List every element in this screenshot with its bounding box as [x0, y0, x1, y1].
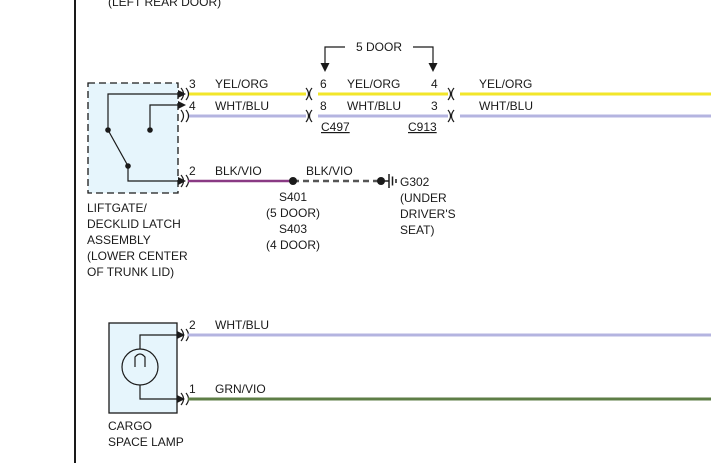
wire-label: WHT/BLU — [479, 99, 533, 113]
wire-label: WHT/BLU — [215, 318, 269, 332]
pin-number: 3 — [431, 99, 438, 113]
arrow-right-icon — [177, 331, 185, 339]
pin-number: 4 — [431, 77, 438, 91]
switch-contact-dot — [125, 163, 131, 169]
svg-text:LIFTGATE/: LIFTGATE/ — [87, 201, 147, 215]
wire-label: BLK/VIO — [215, 164, 262, 178]
wire-label: YEL/ORG — [347, 77, 400, 91]
liftgate-label: LIFTGATE/ DECKLID LATCH ASSEMBLY (LOWER … — [87, 201, 188, 279]
wire-label: BLK/VIO — [306, 164, 353, 178]
svg-text:(4 DOOR): (4 DOOR) — [266, 238, 320, 252]
top-label: (LEFT REAR DOOR) — [108, 0, 221, 9]
wire-label: GRN/VIO — [215, 382, 266, 396]
pin-number: 6 — [320, 77, 327, 91]
connector-label: C913 — [408, 120, 437, 134]
svg-text:SPACE LAMP: SPACE LAMP — [108, 435, 184, 449]
pin-number: 3 — [189, 77, 196, 91]
svg-text:(LOWER CENTER: (LOWER CENTER — [87, 249, 188, 263]
arrow-right-icon — [178, 90, 186, 98]
arrow-down-icon — [428, 63, 438, 72]
switch-contact-dot — [147, 127, 153, 133]
wire-label: YEL/ORG — [215, 77, 268, 91]
svg-text:OF TRUNK LID): OF TRUNK LID) — [87, 265, 174, 279]
wire-label: WHT/BLU — [347, 99, 401, 113]
splice-label: S401 (5 DOOR) S403 (4 DOOR) — [266, 190, 320, 252]
five-door-bracket — [324, 46, 434, 64]
connector-label: C497 — [321, 120, 350, 134]
wire-label: WHT/BLU — [215, 99, 269, 113]
svg-text:(UNDER: (UNDER — [400, 191, 447, 205]
svg-text:DECKLID LATCH: DECKLID LATCH — [87, 217, 181, 231]
switch-contact-dot — [105, 127, 111, 133]
five-door-label: 5 DOOR — [356, 40, 402, 54]
cargo-lamp-box — [108, 322, 178, 414]
svg-text:SEAT): SEAT) — [400, 223, 434, 237]
arrow-right-icon — [178, 177, 186, 185]
pin-number: 4 — [189, 99, 196, 113]
svg-text:G302: G302 — [400, 175, 430, 189]
ground-label: G302 (UNDER DRIVER'S SEAT) — [400, 175, 456, 237]
svg-text:S401: S401 — [279, 190, 307, 204]
pin-number: 8 — [320, 99, 327, 113]
latch-switch-symbol — [107, 93, 180, 182]
connector-c913 — [447, 87, 455, 123]
liftgate-terminal-marks — [180, 87, 190, 188]
liftgate-latch-box — [87, 82, 179, 194]
pin-number: 1 — [189, 382, 196, 396]
svg-text:CARGO: CARGO — [108, 419, 152, 433]
lamp-terminal-marks — [180, 328, 190, 406]
pin-number: 2 — [189, 164, 196, 178]
svg-text:DRIVER'S: DRIVER'S — [400, 207, 456, 221]
arrow-down-icon — [320, 63, 330, 72]
wire-label: YEL/ORG — [479, 77, 532, 91]
ground-icon — [381, 174, 397, 188]
svg-text:ASSEMBLY: ASSEMBLY — [87, 233, 151, 247]
svg-text:(5 DOOR): (5 DOOR) — [266, 206, 320, 220]
splice-dot — [289, 177, 297, 185]
cargo-lamp-label: CARGO SPACE LAMP — [108, 419, 184, 449]
arrow-right-icon — [178, 101, 186, 109]
lamp-icon — [121, 334, 178, 400]
svg-text:S403: S403 — [279, 222, 307, 236]
pin-number: 2 — [189, 318, 196, 332]
arrow-right-icon — [177, 395, 185, 403]
connector-c497 — [305, 87, 313, 123]
